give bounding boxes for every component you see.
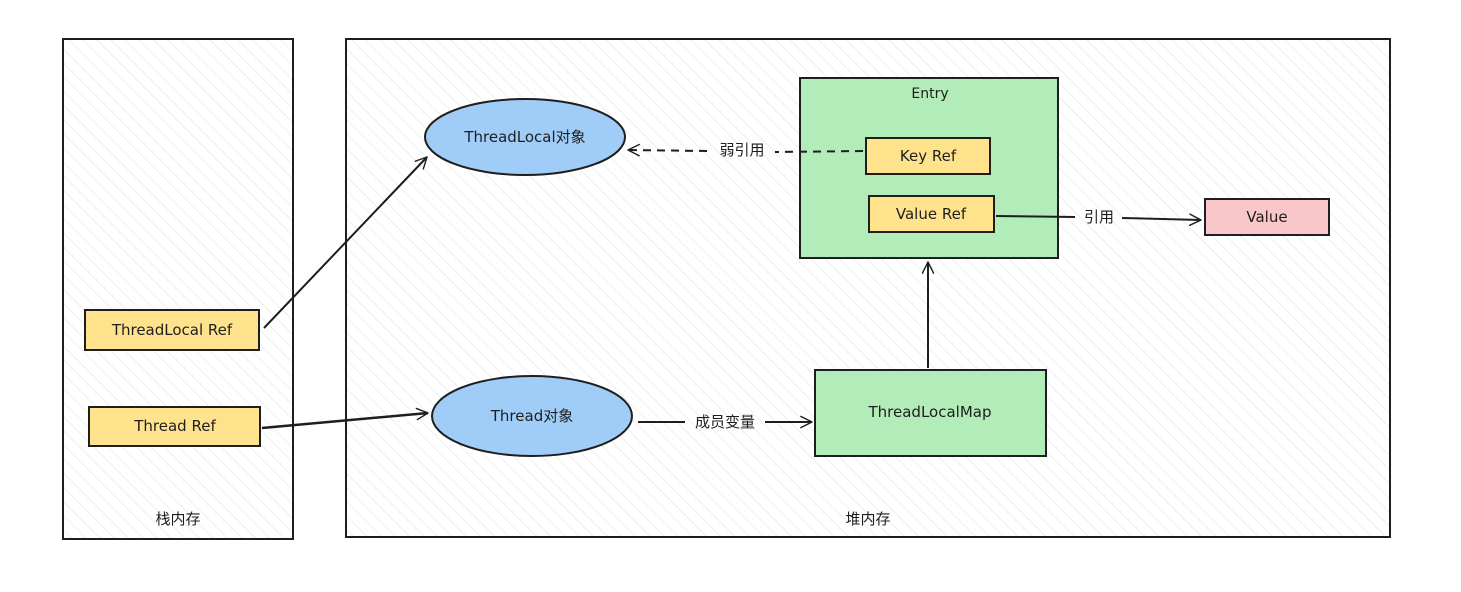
key-ref-node: Key Ref bbox=[865, 137, 991, 175]
stack-region: 栈内存 bbox=[62, 38, 294, 540]
entry-title: Entry bbox=[911, 86, 948, 102]
thread-object-label: Thread对象 bbox=[490, 407, 573, 425]
value-label: Value bbox=[1246, 208, 1287, 226]
ref-label: 引用 bbox=[1084, 208, 1114, 226]
thread-object-node: Thread对象 bbox=[431, 375, 633, 457]
weak-ref-label: 弱引用 bbox=[719, 141, 764, 159]
member-var-edge: 成员变量 bbox=[638, 413, 813, 431]
value-ref-node: Value Ref bbox=[868, 195, 995, 233]
threadlocal-ref-node: ThreadLocal Ref bbox=[84, 309, 260, 351]
key-ref-label: Key Ref bbox=[900, 147, 957, 165]
threadlocal-ref-label: ThreadLocal Ref bbox=[111, 321, 233, 339]
threadlocal-object-node: ThreadLocal对象 bbox=[424, 98, 626, 176]
threadlocalmap-label: ThreadLocalMap bbox=[868, 403, 992, 421]
value-ref-edge: 引用 bbox=[995, 208, 1202, 227]
member-var-label: 成员变量 bbox=[695, 413, 755, 431]
stack-label: 栈内存 bbox=[155, 510, 200, 528]
value-ref-label: Value Ref bbox=[896, 205, 967, 223]
weak-ref-edge: 弱引用 bbox=[627, 141, 864, 159]
value-node: Value bbox=[1204, 198, 1330, 236]
threadlocal-object-label: ThreadLocal对象 bbox=[463, 128, 585, 146]
threadlocalmap-node: ThreadLocalMap bbox=[814, 369, 1047, 457]
threadlocal-ref-arrow bbox=[263, 156, 428, 329]
heap-label: 堆内存 bbox=[845, 510, 890, 528]
thread-ref-arrow bbox=[261, 407, 429, 430]
thread-ref-node: Thread Ref bbox=[88, 406, 261, 447]
thread-ref-label: Thread Ref bbox=[133, 417, 216, 435]
